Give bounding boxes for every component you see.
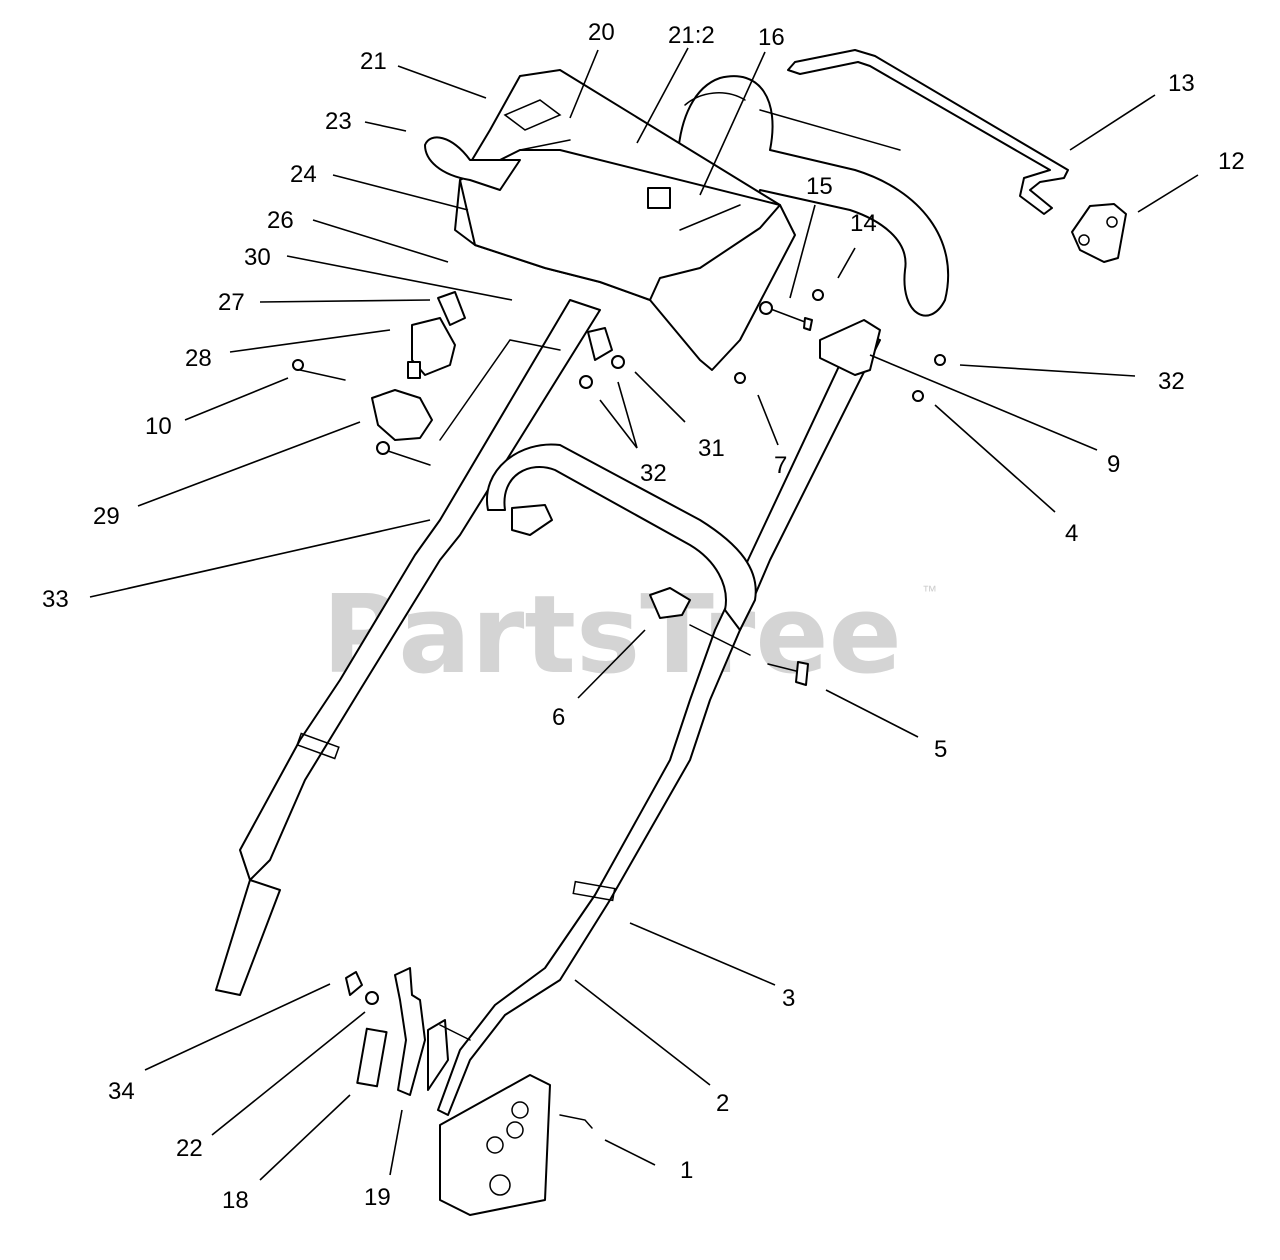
control-box-part (424, 69, 796, 371)
callout-20: 20 (588, 19, 615, 46)
callout-24: 24 (290, 161, 317, 188)
callout-1: 1 (680, 1157, 693, 1184)
callout-31: 31 (698, 435, 725, 462)
callout-12: 12 (1218, 148, 1245, 175)
assembly-guide-lines (439, 339, 751, 1041)
callout-19: 19 (364, 1184, 391, 1211)
callout-7: 7 (774, 452, 787, 479)
callout-33: 33 (42, 586, 69, 613)
side-plate-part (439, 1074, 593, 1216)
bracket-12-part (1071, 203, 1127, 263)
control-rod-part (787, 49, 1069, 215)
callout-6: 6 (552, 704, 565, 731)
callout-23: 23 (325, 108, 352, 135)
callout-10: 10 (145, 413, 172, 440)
lower-hardware-parts (345, 967, 449, 1096)
callout-9: 9 (1107, 451, 1120, 478)
callout-21: 21 (360, 48, 387, 75)
callout-28: 28 (185, 345, 212, 372)
leader-lines (89, 47, 1199, 1181)
callout-34: 34 (108, 1078, 135, 1105)
callout-21-2: 21:2 (668, 22, 715, 49)
callout-26: 26 (267, 207, 294, 234)
callout-2: 2 (716, 1090, 729, 1117)
callout-18: 18 (222, 1187, 249, 1214)
callout-4: 4 (1065, 520, 1078, 547)
callout-30: 30 (244, 244, 271, 271)
watermark-trademark: ™ (922, 583, 937, 600)
callout-32-right: 32 (1158, 368, 1185, 395)
callout-14: 14 (850, 210, 877, 237)
callout-3: 3 (782, 985, 795, 1012)
callout-27: 27 (218, 289, 245, 316)
callout-labels: 1 2 3 4 5 6 7 9 10 12 13 14 15 16 18 19 … (42, 19, 1245, 1214)
callout-22: 22 (176, 1135, 203, 1162)
callout-15: 15 (806, 173, 833, 200)
right-hardware-parts (734, 289, 946, 402)
callout-5: 5 (934, 736, 947, 763)
upper-handle-part (676, 75, 950, 317)
callout-29: 29 (93, 503, 120, 530)
callout-32-center: 32 (640, 460, 667, 487)
callout-16: 16 (758, 24, 785, 51)
upper-left-hardware-parts (292, 291, 553, 536)
center-hardware-parts (579, 327, 809, 686)
lower-handle-part (215, 299, 881, 1116)
callout-13: 13 (1168, 70, 1195, 97)
